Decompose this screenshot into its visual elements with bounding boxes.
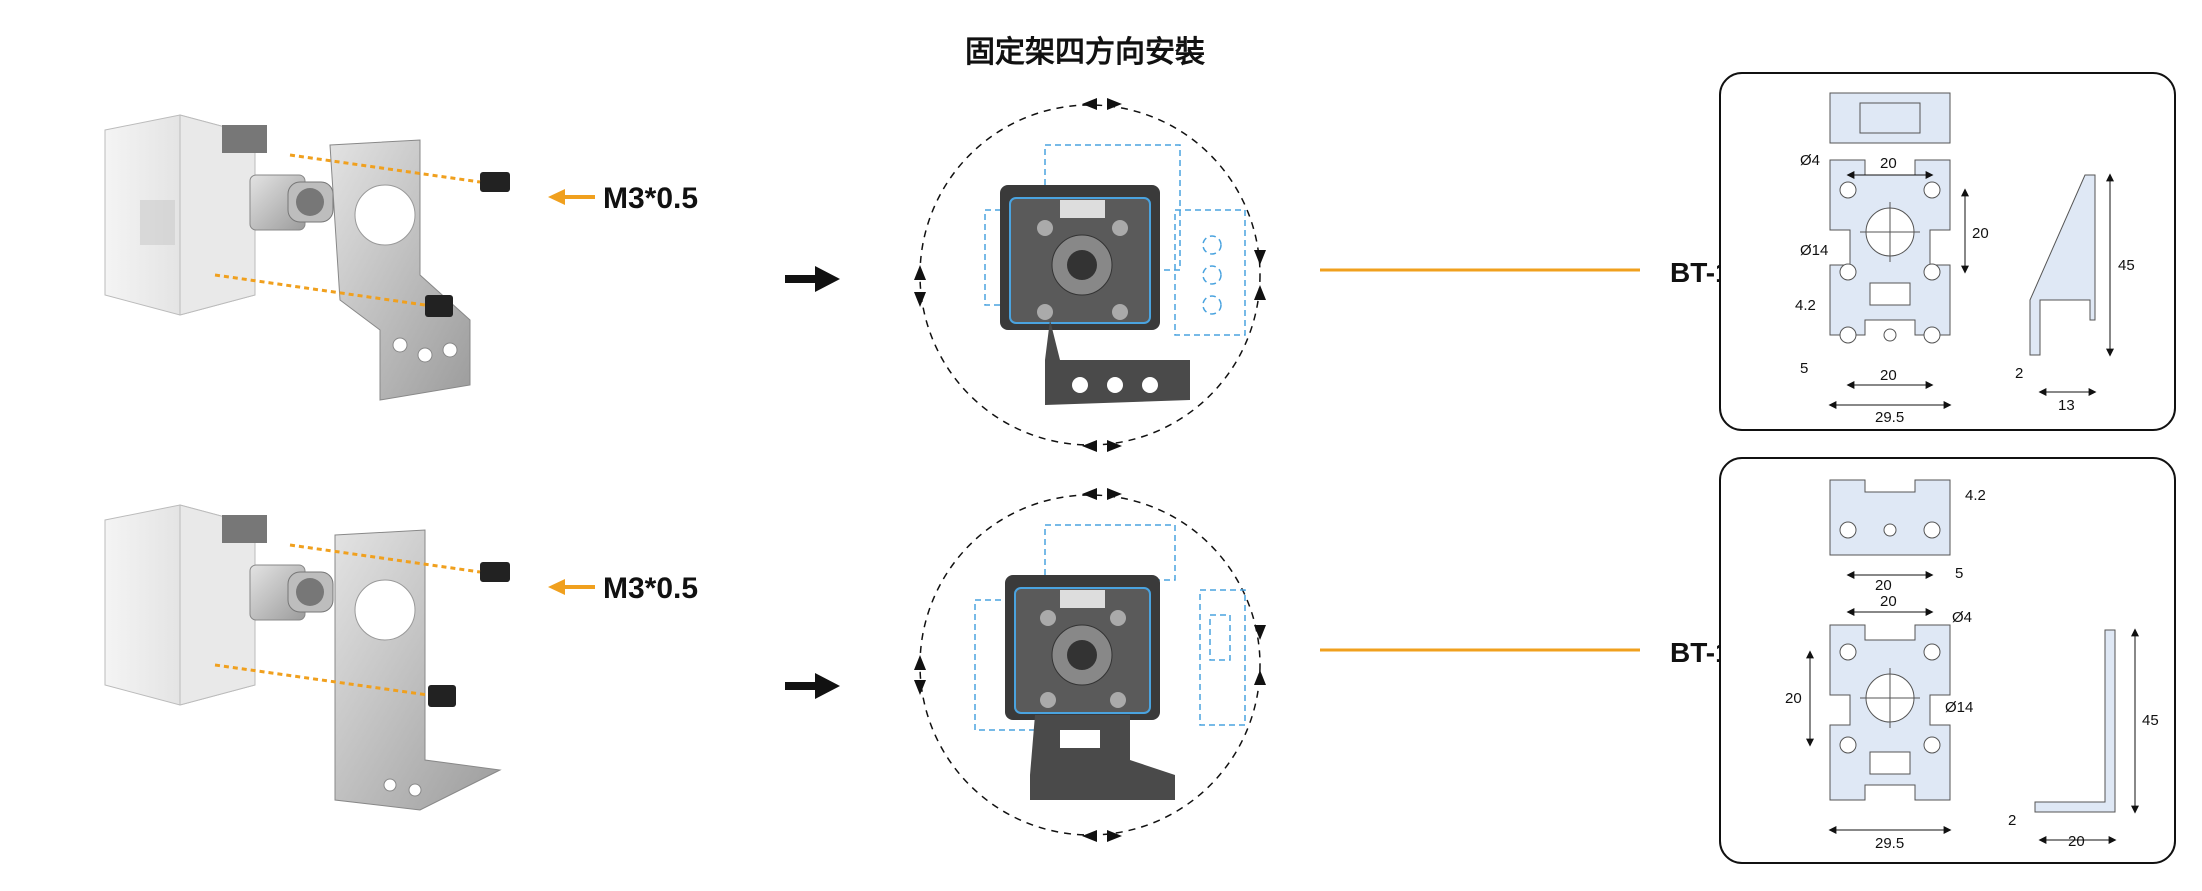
sensor-assembly-bottom [104, 504, 510, 811]
screw-label-top: M3*0.5 [603, 182, 698, 215]
dim-bottom-center: Ø14 [1945, 699, 1973, 716]
dim-bottom-v42: 4.2 [1965, 487, 1986, 504]
dim-top-thick: 2 [2015, 365, 2023, 382]
sensor-assembly-top [104, 114, 510, 401]
dim-top-pitch-w: 20 [1880, 155, 1897, 172]
rotation-view-bottom [914, 488, 1266, 842]
dim-top-h5: 5 [1800, 360, 1808, 377]
dim-bottom-hole: Ø4 [1952, 609, 1972, 626]
page-title: 固定架四方向安裝 [965, 35, 1206, 70]
rotation-view-top [914, 98, 1266, 452]
dim-top-width: 29.5 [1875, 409, 1904, 426]
dim-top-pitch-h: 20 [1972, 225, 1989, 242]
dim-top-foot: 13 [2058, 397, 2075, 414]
dim-bottom-foot: 20 [2068, 833, 2085, 850]
dim-bottom-height: 45 [2142, 712, 2159, 729]
dim-top-hole: Ø4 [1800, 152, 1820, 169]
arrow-right-top [785, 266, 840, 292]
drawing-panel-bottom: 4.2 20 5 20 Ø4 20 Ø14 45 29.5 2 20 [1719, 457, 2176, 864]
screw-pointer-bottom-head [548, 579, 565, 595]
dim-bottom-thick: 2 [2008, 812, 2016, 829]
drawing-panel-top: Ø4 20 20 Ø14 4.2 5 20 29.5 45 2 13 [1719, 72, 2176, 431]
screw-label-bottom: M3*0.5 [603, 572, 698, 605]
dim-bottom-width: 29.5 [1875, 835, 1904, 852]
dim-bottom-pitch-plate: 20 [1875, 577, 1892, 594]
dim-bottom-pitch-w: 20 [1880, 593, 1897, 610]
dim-top-center: Ø14 [1800, 242, 1828, 259]
screw-pointer-top-head [548, 189, 565, 205]
dim-top-pitch-bottom: 20 [1880, 367, 1897, 384]
dim-bottom-h5: 5 [1955, 565, 1963, 582]
dim-bottom-pitch-h: 20 [1785, 690, 1802, 707]
dim-top-v42: 4.2 [1795, 297, 1816, 314]
arrow-right-bottom [785, 673, 840, 699]
dim-top-height: 45 [2118, 257, 2135, 274]
